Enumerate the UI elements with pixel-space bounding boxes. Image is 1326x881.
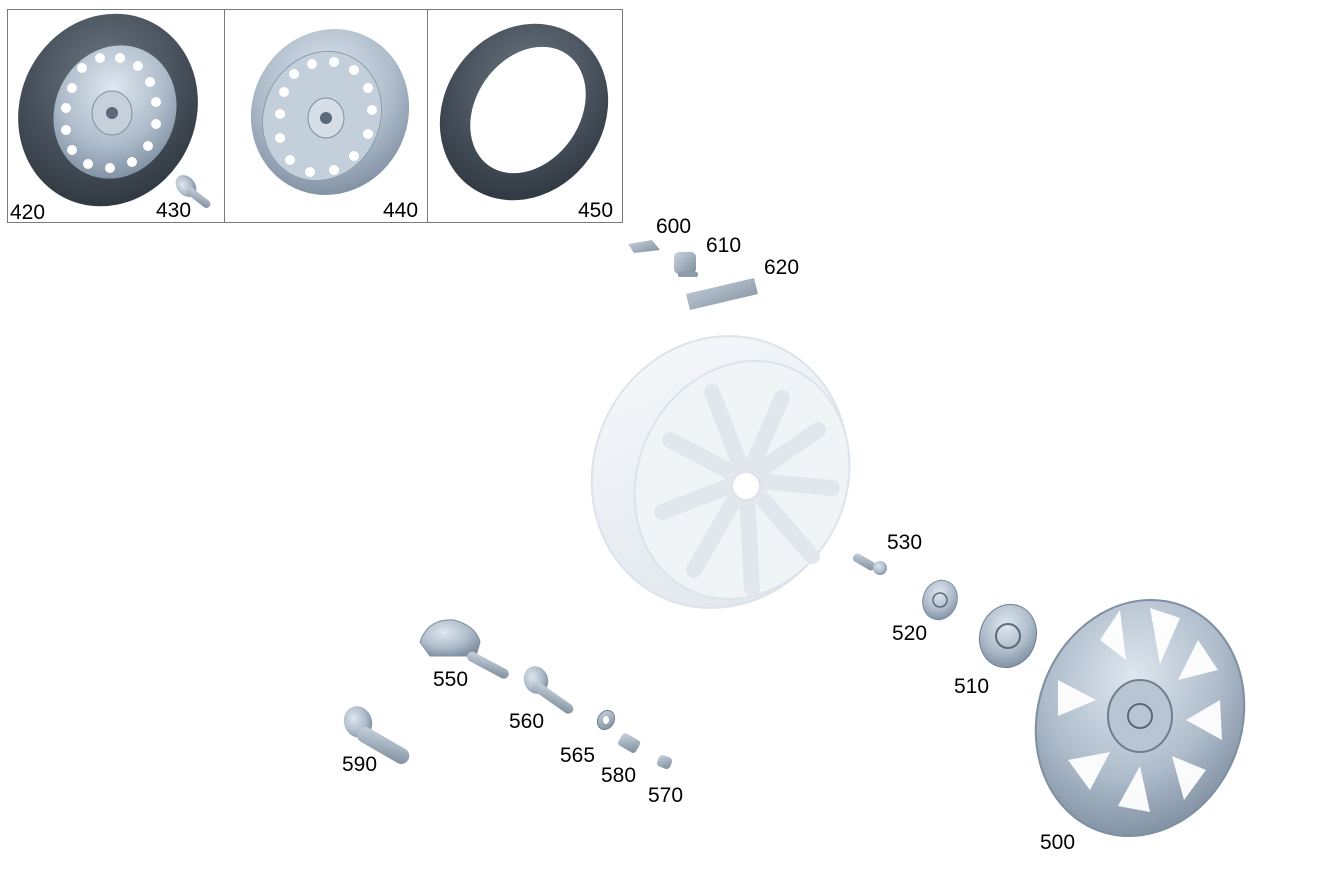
part-450-tire[interactable] bbox=[406, 0, 643, 233]
label-440[interactable]: 440 bbox=[383, 199, 419, 222]
part-420-spare-wheel[interactable] bbox=[0, 0, 229, 236]
part-590-snap-in-valve[interactable] bbox=[339, 702, 412, 767]
label-420[interactable]: 420 bbox=[10, 201, 46, 224]
part-440-steel-rim[interactable] bbox=[224, 3, 436, 221]
part-560-valve-stem[interactable] bbox=[520, 663, 575, 716]
part-570-valve-cap[interactable] bbox=[656, 754, 673, 770]
part-530-wheel-bolt[interactable] bbox=[852, 552, 888, 575]
label-510[interactable]: 510 bbox=[954, 675, 990, 698]
label-580[interactable]: 580 bbox=[601, 764, 637, 787]
part-430-valve[interactable] bbox=[171, 171, 212, 210]
part-520-hub-cap[interactable] bbox=[917, 575, 963, 624]
label-610[interactable]: 610 bbox=[706, 234, 742, 257]
label-600[interactable]: 600 bbox=[656, 215, 692, 238]
part-510-hub-cap[interactable] bbox=[971, 596, 1046, 675]
part-565-washer[interactable] bbox=[594, 707, 618, 732]
alloy-rim bbox=[590, 335, 851, 609]
label-570[interactable]: 570 bbox=[648, 784, 684, 807]
label-430[interactable]: 430 bbox=[156, 199, 192, 222]
label-560[interactable]: 560 bbox=[509, 710, 545, 733]
label-450[interactable]: 450 bbox=[578, 199, 614, 222]
label-550[interactable]: 550 bbox=[433, 668, 469, 691]
panel-tire bbox=[427, 9, 623, 223]
label-620[interactable]: 620 bbox=[764, 256, 800, 279]
label-530[interactable]: 530 bbox=[887, 531, 923, 554]
label-520[interactable]: 520 bbox=[892, 622, 928, 645]
part-500-wheel-cover[interactable] bbox=[1003, 570, 1277, 865]
label-500[interactable]: 500 bbox=[1040, 831, 1076, 854]
part-580-nut[interactable] bbox=[617, 732, 641, 754]
part-600-weight[interactable] bbox=[628, 240, 660, 253]
part-620-balance-weight[interactable] bbox=[686, 278, 758, 310]
label-565[interactable]: 565 bbox=[560, 744, 596, 767]
part-550-tpms-sensor[interactable] bbox=[419, 619, 511, 681]
part-610-weight-clip[interactable] bbox=[674, 252, 698, 277]
label-590[interactable]: 590 bbox=[342, 753, 378, 776]
